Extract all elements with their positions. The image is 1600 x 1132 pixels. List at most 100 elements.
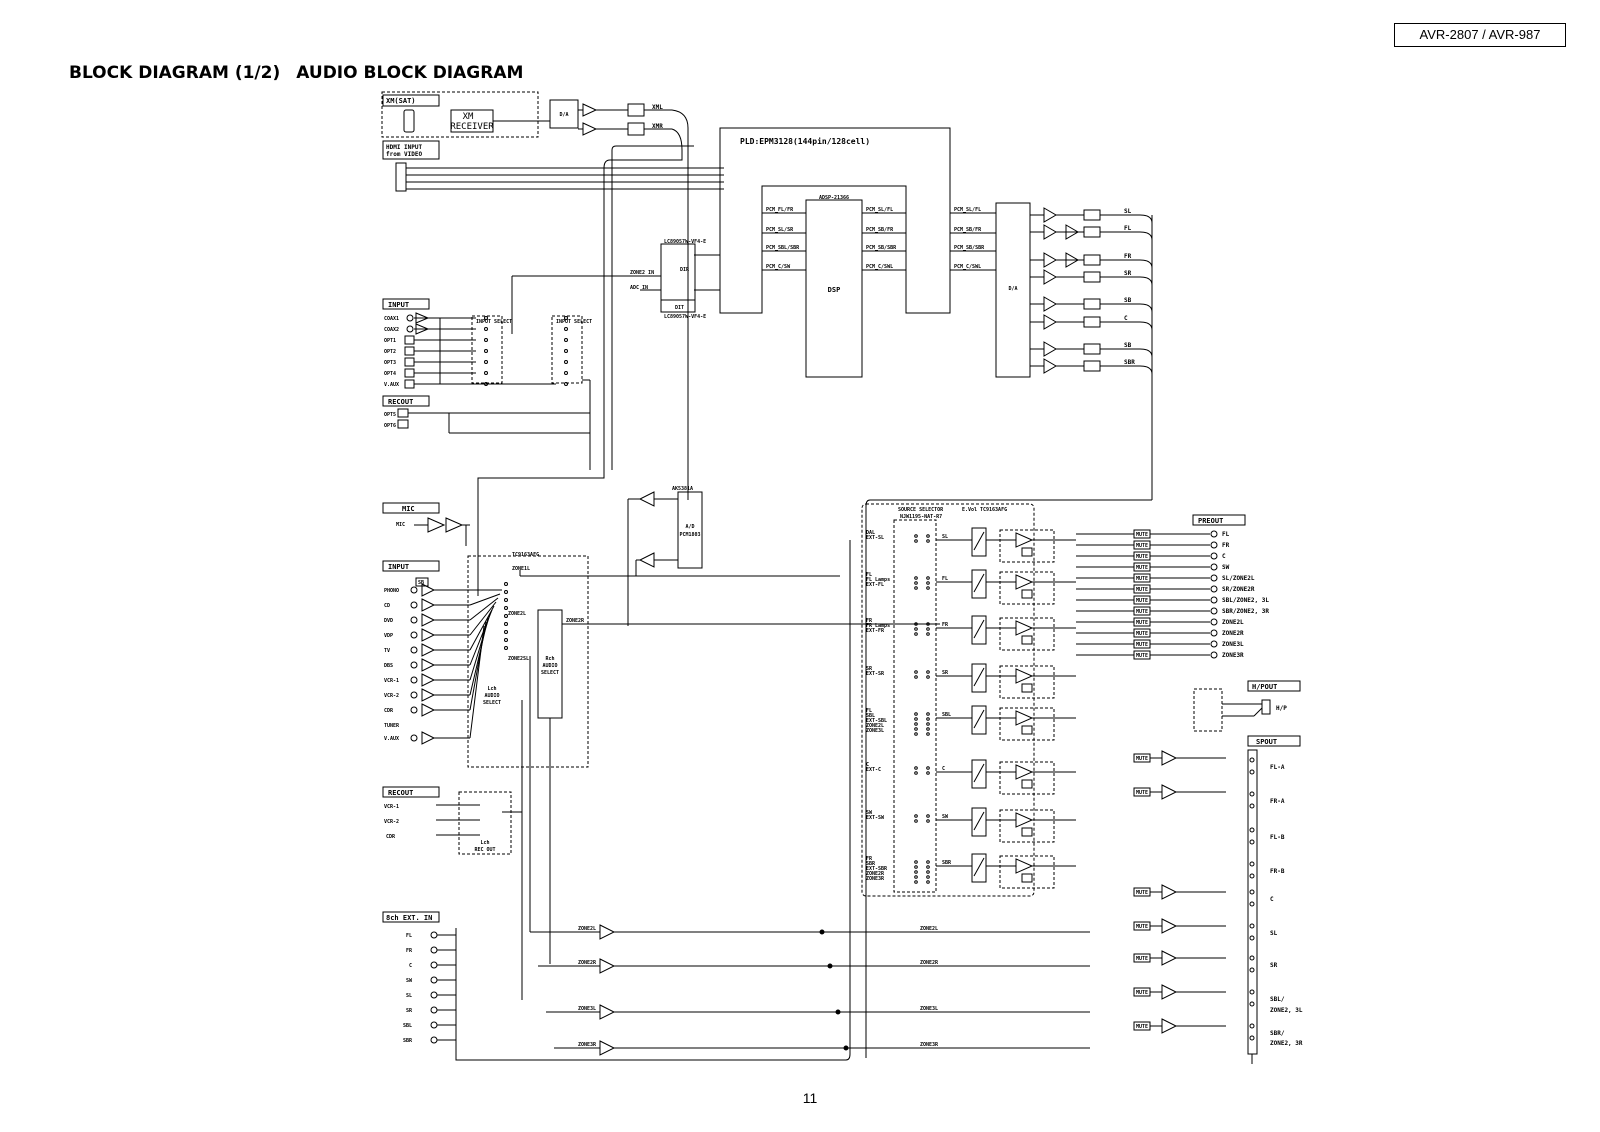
dac-mute-box [1083, 254, 1101, 266]
analog-input-port-label: DVD [384, 618, 393, 624]
source-selector-input-label: EXT-SR [866, 671, 885, 677]
zone-amp-right-label: ZONE3R [920, 1042, 939, 1048]
spout-terminal-icon [1249, 861, 1255, 867]
hpout-section [1193, 680, 1301, 732]
preout-section [1076, 514, 1246, 660]
xm-receiver-label-2: RECEIVER [450, 122, 494, 132]
analog-select-title: TC9163AFG [512, 552, 539, 558]
model-number-box: AVR-2807 / AVR-987 [1394, 23, 1566, 47]
ext-in-jack-icon [430, 931, 438, 939]
optical-jack-icon [404, 368, 415, 378]
source-selector-input-label: EXT-C [866, 767, 881, 773]
digital-input-port-label: COAX2 [384, 327, 399, 333]
dac-pin-0: PCM_SL/FL [954, 207, 981, 213]
analog-tuner-label: TUNER [384, 723, 400, 729]
preout-jack-icon [1210, 563, 1218, 571]
analog-input-port-label: VCR-1 [384, 678, 399, 684]
spout-terminal-icon [1249, 873, 1255, 879]
mute-label: MUTE [1136, 990, 1148, 996]
title-sub: AUDIO BLOCK DIAGRAM [296, 63, 524, 83]
evol-icon [971, 663, 987, 693]
input-buffer-amp [421, 703, 436, 717]
analog-select-zone2l: ZONE2L [508, 611, 526, 617]
digital-recout-port-0: OPT5 [384, 412, 396, 418]
evol-icon [971, 615, 987, 645]
dir-adc-label: ADC IN [630, 285, 648, 291]
volume-channel-label: SBL [942, 712, 951, 718]
spout-terminal-label: SL [1270, 930, 1278, 937]
dac-mute-box [1083, 298, 1101, 310]
spout-sub-1: ZONE2, 3R [1270, 1040, 1303, 1047]
evol-title-1: E.Vol [962, 507, 977, 513]
dac-buffer-amp [1043, 207, 1057, 223]
input-buffer-amp [421, 628, 436, 642]
spout-terminal-icon [1249, 935, 1255, 941]
optical-jack-icon [404, 357, 415, 367]
source-selector-input-label: ZONE2L [866, 723, 884, 729]
volume-channel-label: FR [942, 622, 949, 628]
adc-chip-label: AK5381A [672, 486, 693, 492]
analog-input-port-label: TV [384, 648, 390, 654]
source-selector-input-label: FL [866, 572, 872, 578]
dac-pin-3: PCM_C/SWL [954, 264, 981, 270]
source-selector-input-label: EXT-SW [866, 815, 885, 821]
source-selector-input-label: ZONE3L [866, 728, 884, 734]
ext-in-port-label: SL [406, 993, 412, 999]
ext-in-jack-icon [430, 1036, 438, 1044]
analog-input-port-label: VCR-2 [384, 693, 399, 699]
analog-recout-label: RECOUT [388, 789, 413, 797]
source-selector-input-label: FR [866, 856, 873, 862]
source-selector-input-label: EXT-FR [866, 628, 885, 634]
lch-select-2: AUDIO [484, 693, 499, 699]
zone-amp [599, 958, 616, 974]
spout-amp [1161, 750, 1178, 766]
spout-terminal-icon [1249, 803, 1255, 809]
dac-buffer-amp [1043, 252, 1057, 268]
coax-jack-icon [406, 314, 414, 322]
ext-in-label: 8ch EXT. IN [386, 914, 432, 922]
source-selector-input-label: C [866, 762, 869, 768]
source-selector-input-label: SBR [866, 861, 876, 867]
rca-jack-icon [410, 646, 418, 654]
xm-group-label: XM(SAT) [386, 97, 416, 105]
evol-icon [971, 853, 987, 883]
dac-buffer-amp [1043, 341, 1057, 357]
dac-output-label: FL [1124, 225, 1132, 232]
dac-output-label: C [1124, 315, 1128, 322]
mute-label: MUTE [1136, 598, 1148, 604]
spout-amp [1161, 984, 1178, 1000]
zone-amp-left-label: ZONE3R [578, 1042, 597, 1048]
digital-input-label: INPUT [388, 301, 409, 309]
channel-amp [1015, 858, 1034, 874]
rca-jack-icon [410, 706, 418, 714]
zone-amp [599, 924, 616, 940]
mic-label: MIC [402, 505, 415, 513]
mute-label: MUTE [1136, 631, 1148, 637]
analog-input-label: INPUT [388, 563, 409, 571]
volume-channel-label: SW [942, 814, 949, 820]
zone-amp-right-label: ZONE2L [920, 926, 938, 932]
ext-in-jack-icon [430, 961, 438, 969]
dac-output-label: SB [1124, 297, 1132, 304]
analog-sb-label: SB [418, 580, 424, 586]
xm-receiver-label-1: XM [463, 112, 474, 122]
mute-label: MUTE [1136, 653, 1148, 659]
channel-amp [1015, 668, 1034, 684]
dac-mute-box [1083, 271, 1101, 283]
dac-buffer-amp [1043, 296, 1057, 312]
preout-jack-label: FR [1222, 542, 1230, 549]
preout-jack-icon [1210, 574, 1218, 582]
dir-dit-label: DIT [675, 305, 684, 311]
dac-output-label: SB [1124, 342, 1132, 349]
dac-label: D/A [1008, 286, 1017, 292]
digital-input-select-left: INPUT SELECT [476, 319, 512, 325]
spout-terminal-label: SBR/ [1270, 1030, 1285, 1037]
spout-amp [1161, 1018, 1178, 1034]
ext-in-port-label: FR [406, 948, 413, 954]
preout-jack-label: SBL/ZONE2, 3L [1222, 597, 1269, 604]
analog-input-port-label: CDR [384, 708, 394, 714]
rca-jack-icon [410, 601, 418, 609]
preout-jack-icon [1210, 541, 1218, 549]
ext-in-section [382, 540, 851, 1061]
spout-terminal-icon [1249, 889, 1255, 895]
